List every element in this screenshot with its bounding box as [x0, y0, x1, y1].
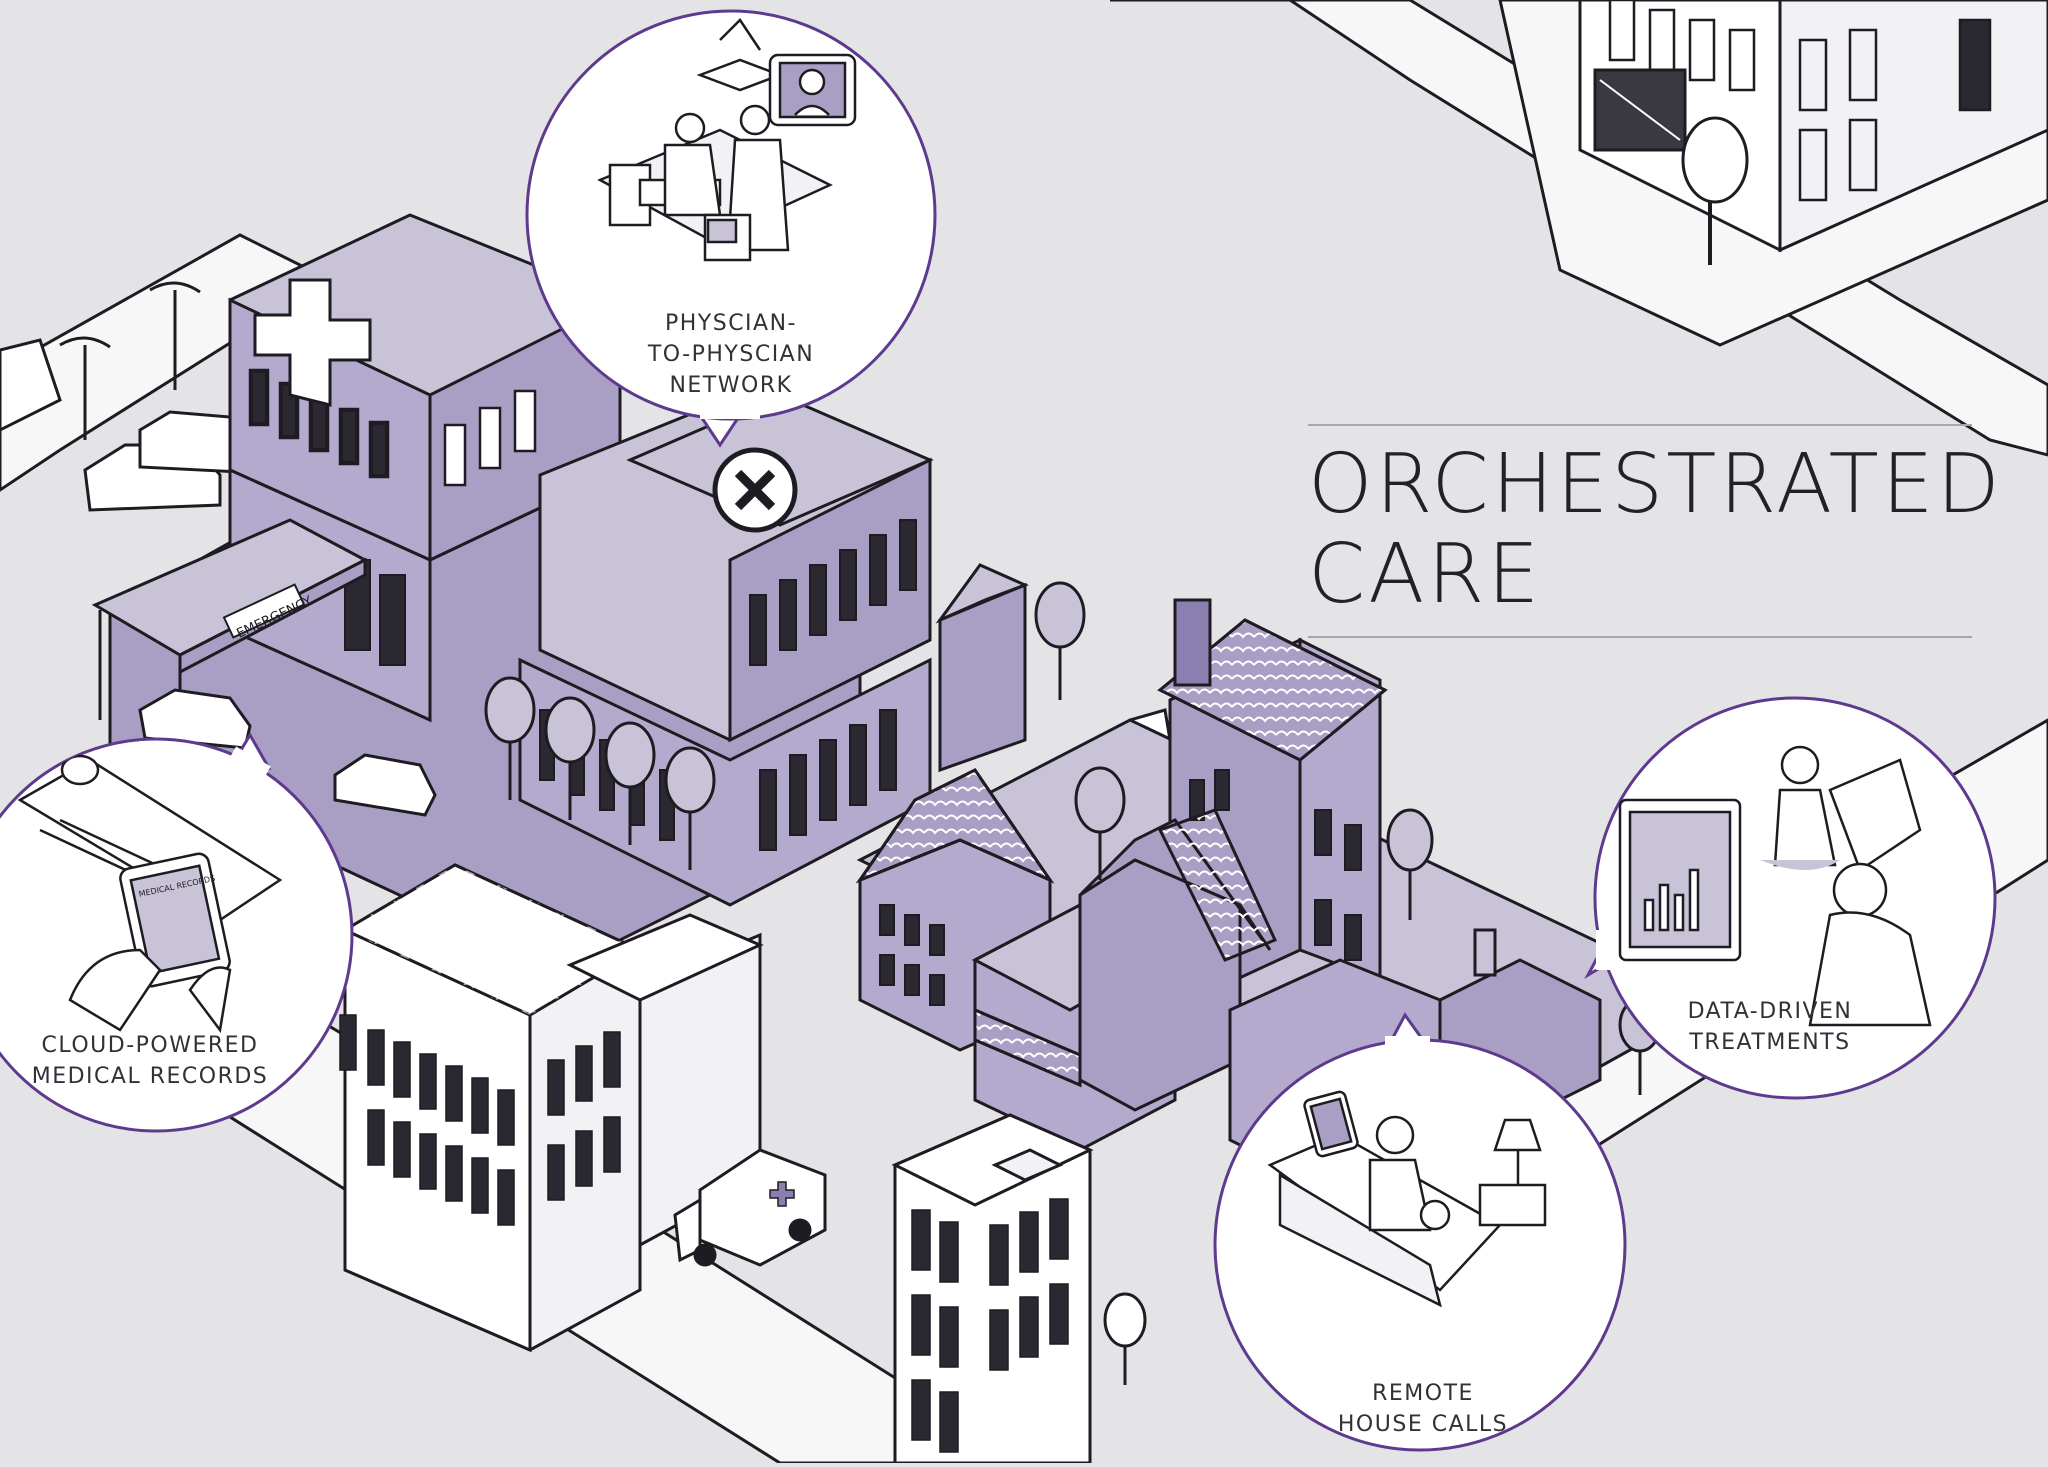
callout-physician-line-1: PHYSCIAN-	[665, 311, 797, 336]
monitor-icon	[1618, 798, 1742, 962]
parked-cars	[0, 338, 252, 512]
street-lamp-icon	[59, 281, 201, 440]
monitor-icon	[768, 53, 857, 127]
callout-physician-line-2: TO-PHYSCIAN	[647, 342, 814, 367]
callout-cloud-line-2: MEDICAL RECORDS	[32, 1064, 269, 1089]
callout-cloud-records: MEDICAL RECORDS CLOUD-POWERED MEDICAL RE…	[0, 732, 354, 1133]
callout-data-line-1: DATA-DRIVEN	[1688, 999, 1853, 1024]
parking-area	[0, 281, 252, 512]
residential-block	[855, 598, 1724, 1192]
callout-cloud-line-1: CLOUD-POWERED	[42, 1033, 259, 1058]
block-top-right	[1498, 0, 2048, 347]
office-buildings	[339, 863, 1147, 1465]
title-line-2: CARE	[1308, 527, 1543, 622]
callout-physician-line-3: NETWORK	[669, 373, 792, 398]
tablet-icon	[1303, 1090, 1359, 1158]
hospital-cross-icon	[253, 278, 372, 407]
title-line-1: ORCHESTRATED	[1308, 437, 2003, 532]
tree-icon	[1681, 116, 1749, 265]
callout-data-treatments: DATA-DRIVEN TREATMENTS	[1584, 696, 1997, 1100]
ambulance-icon	[673, 1148, 827, 1267]
page-title: ORCHESTRATED CARE	[1308, 424, 2003, 638]
hospital: EMERGENCY	[91, 213, 1172, 972]
tablet-icon: MEDICAL RECORDS	[119, 852, 231, 988]
lamp-icon	[1478, 1118, 1547, 1227]
tree-icon	[484, 581, 1086, 870]
callout-remote-line-2: HOUSE CALLS	[1338, 1412, 1508, 1437]
tree-icon	[1103, 1292, 1147, 1385]
callout-data-line-2: TREATMENTS	[1688, 1030, 1850, 1055]
callout-remote-line-1: REMOTE	[1372, 1381, 1474, 1406]
callout-physician-network: PHYSCIAN- TO-PHYSCIAN NETWORK	[525, 9, 937, 448]
callout-remote-house-calls: REMOTE HOUSE CALLS	[1213, 1012, 1627, 1452]
